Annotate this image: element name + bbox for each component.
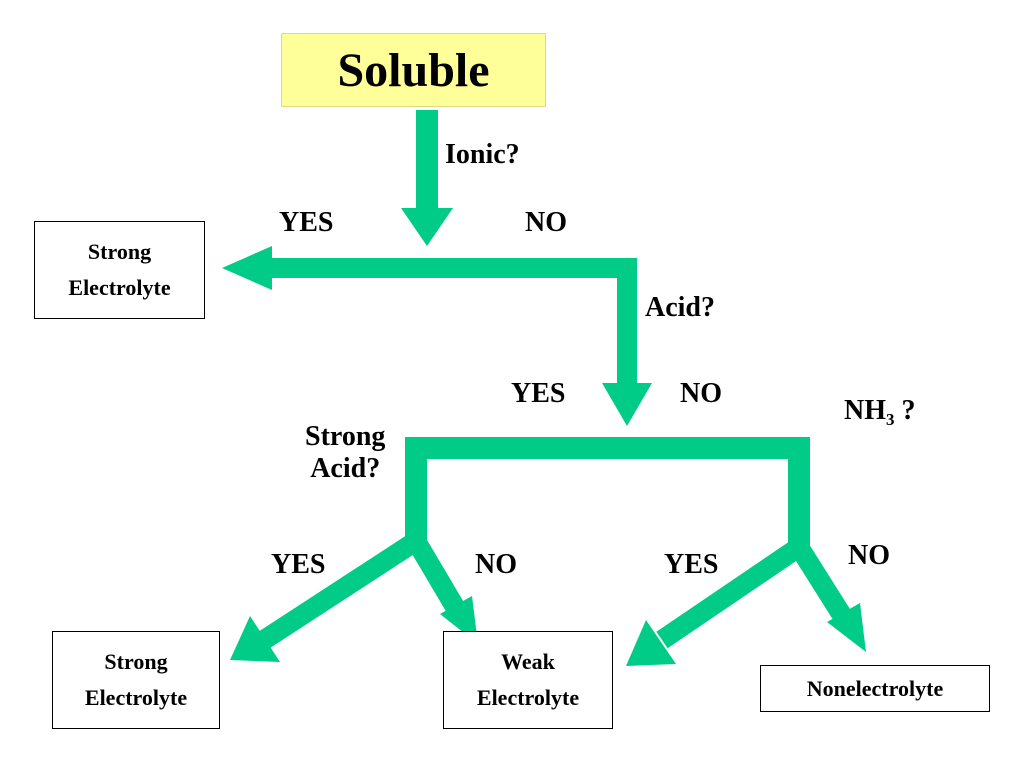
arrowhead-ionic-down: [401, 208, 453, 246]
ionic-question: Ionic?: [445, 139, 520, 170]
arrowhead-nh3-yes: [626, 620, 676, 666]
diag-strong-yes: [258, 532, 422, 649]
strong-electrolyte-box-bottom: Strong Electrolyte: [52, 631, 220, 729]
strong-acid-line1: Strong: [305, 421, 386, 452]
result-text: Electrolyte: [68, 275, 171, 300]
acid-no-label: NO: [680, 378, 722, 409]
ionic-yes-label: YES: [279, 207, 334, 238]
acid-question: Acid?: [645, 292, 715, 323]
result-text: Electrolyte: [84, 685, 188, 710]
strong-yes-label: YES: [271, 549, 326, 580]
diag-strong-no: [407, 535, 467, 618]
bar-acid-branch: [405, 437, 810, 459]
result-text: Strong: [87, 239, 152, 264]
result-text: Nonelectrolyte: [806, 675, 944, 701]
weak-electrolyte-box: Weak Electrolyte: [443, 631, 613, 729]
stem-strong-acid: [405, 437, 427, 541]
soluble-box: Soluble: [281, 33, 546, 107]
arrowhead-acid-down: [602, 383, 652, 426]
ionic-no-label: NO: [525, 207, 567, 238]
strong-electrolyte-box-top: Strong Electrolyte: [34, 221, 205, 319]
bar-ionic-branch: [268, 258, 637, 278]
diag-nh3-no: [790, 541, 854, 626]
result-text: Weak: [501, 649, 555, 674]
strong-no-label: NO: [475, 549, 517, 580]
arrowhead-strong-yes: [230, 616, 280, 662]
soluble-title: Soluble: [337, 43, 490, 97]
nonelectrolyte-box: Nonelectrolyte: [760, 665, 990, 712]
stem-soluble: [416, 110, 438, 210]
strong-acid-line2: Acid?: [310, 453, 381, 484]
nh3-no-label: NO: [848, 540, 890, 571]
nh3-base: NH: [844, 395, 886, 426]
stem-acid: [617, 258, 637, 386]
stem-nh3: [788, 437, 810, 547]
diag-nh3-yes: [656, 538, 805, 649]
result-text: Electrolyte: [476, 685, 580, 710]
strong-acid-question: Strong Acid?: [305, 421, 385, 485]
nh3-yes-label: YES: [664, 549, 719, 580]
nh3-subscript: 3: [886, 410, 895, 429]
acid-yes-label: YES: [511, 378, 566, 409]
nh3-qmark: ?: [894, 395, 916, 426]
arrowhead-to-strong-top: [222, 246, 272, 290]
nh3-question: NH3 ?: [844, 395, 916, 430]
result-text: Strong: [104, 649, 168, 674]
arrowhead-nh3-no: [827, 603, 866, 652]
